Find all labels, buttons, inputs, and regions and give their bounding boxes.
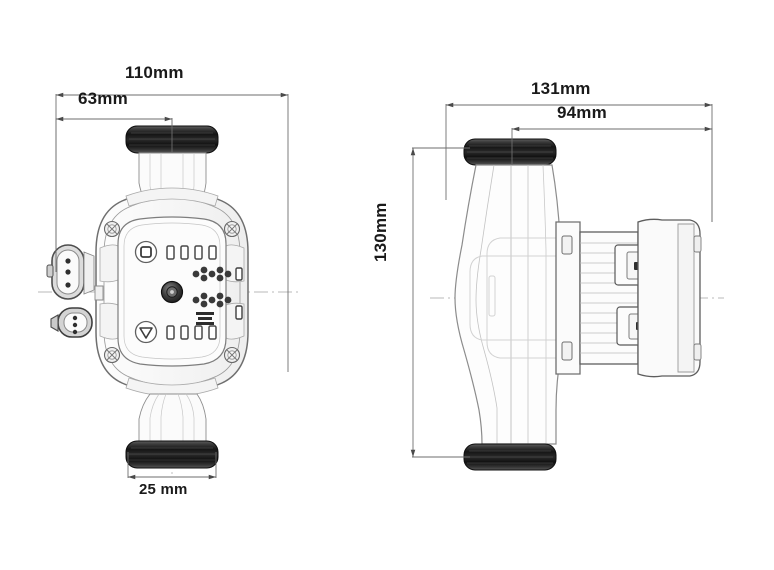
terminal-box [637, 218, 702, 378]
dim-label-63: 63mm [78, 89, 128, 108]
front-view-dimensions [55, 92, 289, 480]
bottom-led-bar [166, 325, 217, 340]
status-led-upper [235, 267, 243, 281]
signal-connector [50, 307, 93, 338]
bar-indicator [196, 312, 214, 325]
motor-flange [555, 221, 581, 375]
dim-label-25: 25 mm [139, 481, 188, 498]
screw-bottom-right [223, 346, 241, 364]
pump-casing-outline [454, 164, 561, 445]
corner-screws [103, 220, 241, 364]
dim-label-131: 131mm [531, 79, 591, 98]
side-view-dimensions [410, 102, 713, 458]
down-arrow-button[interactable] [134, 320, 158, 344]
side-bottom-union-nut [463, 443, 557, 471]
dim-label-94: 94mm [557, 103, 607, 122]
flower-indicator-lower [192, 292, 232, 308]
power-connector [46, 244, 95, 300]
top-led-bar [166, 245, 217, 260]
rotor-screw-cap [160, 280, 184, 304]
flower-indicator-upper [192, 266, 232, 282]
dim-label-130: 130mm [371, 202, 390, 262]
bottom-pipe-flutes [149, 393, 195, 441]
screw-bottom-left [103, 346, 121, 364]
dim-label-110: 110mm [125, 63, 184, 82]
side-top-union-nut [463, 138, 557, 166]
housing-side-reliefs [99, 187, 245, 397]
screw-top-right [223, 220, 241, 238]
bottom-union-nut [125, 440, 219, 469]
front-view [38, 118, 300, 478]
screw-top-left [103, 220, 121, 238]
bottom-outlet-pipe [138, 393, 207, 442]
housing-notch [94, 285, 104, 301]
mode-button[interactable] [134, 240, 158, 264]
side-view [430, 138, 724, 471]
status-led-lower [235, 305, 243, 320]
